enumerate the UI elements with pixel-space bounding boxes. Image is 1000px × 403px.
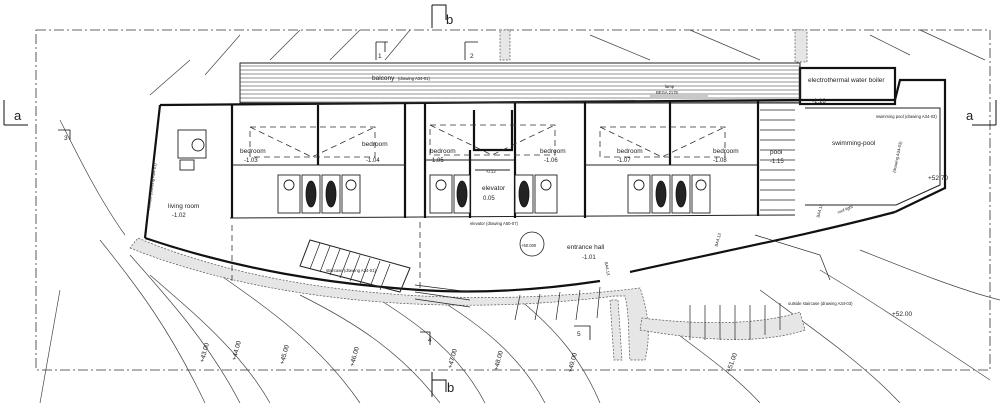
entrance-hall-name: entrance hall: [567, 244, 605, 251]
living-room-num: -1.02: [172, 213, 186, 219]
bedroom-107-name: bedroom: [617, 148, 643, 155]
elevation-45: +45.00: [279, 344, 291, 366]
view-4: 4: [428, 337, 432, 344]
swimming-pool-ref: swimming pool (drawing A34-03): [876, 114, 937, 119]
callout-3: BA4.13: [815, 203, 824, 218]
lamp-ref: BEGA 2178: [656, 90, 679, 95]
beds: [249, 124, 726, 158]
bathroom-3: [627, 174, 711, 214]
elevator-name: elevator: [482, 185, 506, 192]
entrance-hall-num: -1.01: [582, 255, 596, 261]
elevation-44: +44.00: [231, 340, 243, 362]
living-room-name: living room: [168, 203, 199, 210]
section-a-left: a: [14, 108, 22, 123]
bedroom-108-name: bedroom: [713, 148, 739, 155]
bedroom-108-num: -1.08: [713, 158, 727, 164]
bedroom-106-name: bedroom: [540, 148, 566, 155]
bathroom-1: [277, 174, 361, 214]
interior-staircase: [299, 239, 471, 308]
bedroom-105-num: -1.05: [430, 158, 444, 164]
bedroom-103-name: bedroom: [240, 148, 266, 155]
section-a-right: a: [966, 108, 974, 123]
elevation-pool: +52.70: [928, 175, 948, 182]
pool-num: -1.15: [770, 159, 784, 165]
door-mark: -0.13: [486, 169, 496, 174]
swimming-pool-name: swimming-pool: [832, 140, 876, 147]
section-marks: b b a a: [3, 4, 997, 397]
view-markers: 1 2 3 4 5: [58, 41, 591, 345]
bathroom-2: [429, 174, 558, 214]
boiler-name: electrothermal water boiler: [808, 77, 885, 84]
elevation-51: +51.00: [726, 352, 740, 374]
callout-1: BA4.13: [604, 261, 611, 276]
elevation-right: +52.00: [892, 311, 912, 318]
elevation-center: +50.000: [521, 243, 537, 248]
annotations: balcony (drawing A34-01) lamp BEGA 2178 …: [146, 75, 937, 306]
callout-2: BA4.13: [714, 232, 723, 247]
roof-light-label: roof light: [837, 204, 855, 215]
drawing-frame: [35, 29, 991, 371]
outside-staircase-label: outside staircase (drawing A34-03): [788, 301, 853, 306]
view-1: 1: [378, 53, 382, 60]
elevation-46: +46.00: [349, 346, 361, 368]
bedroom-103-num: -1.03: [244, 158, 258, 164]
stone-walls: [129, 29, 808, 361]
room-labels: living room -1.02 bedroom -1.03 bedroom …: [168, 77, 885, 261]
partitions: [230, 101, 760, 218]
elevation-47: +47.00: [447, 348, 459, 370]
elevator-num: 0.05: [483, 196, 495, 202]
terrain-contours: [39, 29, 1000, 403]
elevation-43: +43.00: [199, 342, 211, 364]
elevation-48: +48.00: [493, 350, 505, 372]
boiler-num: -1.16: [812, 99, 826, 105]
pool-name: pool: [770, 149, 783, 156]
balcony-ref: (drawing A34-01): [398, 76, 430, 81]
bedroom-104-name: bedroom: [362, 141, 388, 148]
staircase-label: staircase (drawing A34-01): [326, 268, 376, 273]
balcony-label: balcony: [372, 75, 395, 82]
section-b-bottom: b: [447, 380, 454, 395]
lamp-label: lamp: [665, 84, 675, 89]
view-2: 2: [470, 53, 474, 60]
section-b-top: b: [446, 12, 453, 27]
bedroom-106-num: -1.06: [544, 158, 558, 164]
balcony: [239, 62, 801, 104]
view-3: 3: [64, 135, 68, 142]
bedroom-105-name: bedroom: [430, 148, 456, 155]
swimming-pool-ref-2: (drawing A34-03): [891, 140, 903, 173]
bathroom-fixtures: [177, 129, 711, 214]
living-window-ref: window (drawing A04-01): [146, 162, 158, 210]
outside-staircase: [514, 109, 831, 340]
bedroom-107-num: -1.07: [617, 158, 631, 164]
bedroom-104-num: -1.04: [366, 158, 380, 164]
elevator-ref: elevator (drawing A50-07): [470, 221, 519, 226]
view-5: 5: [577, 331, 581, 338]
